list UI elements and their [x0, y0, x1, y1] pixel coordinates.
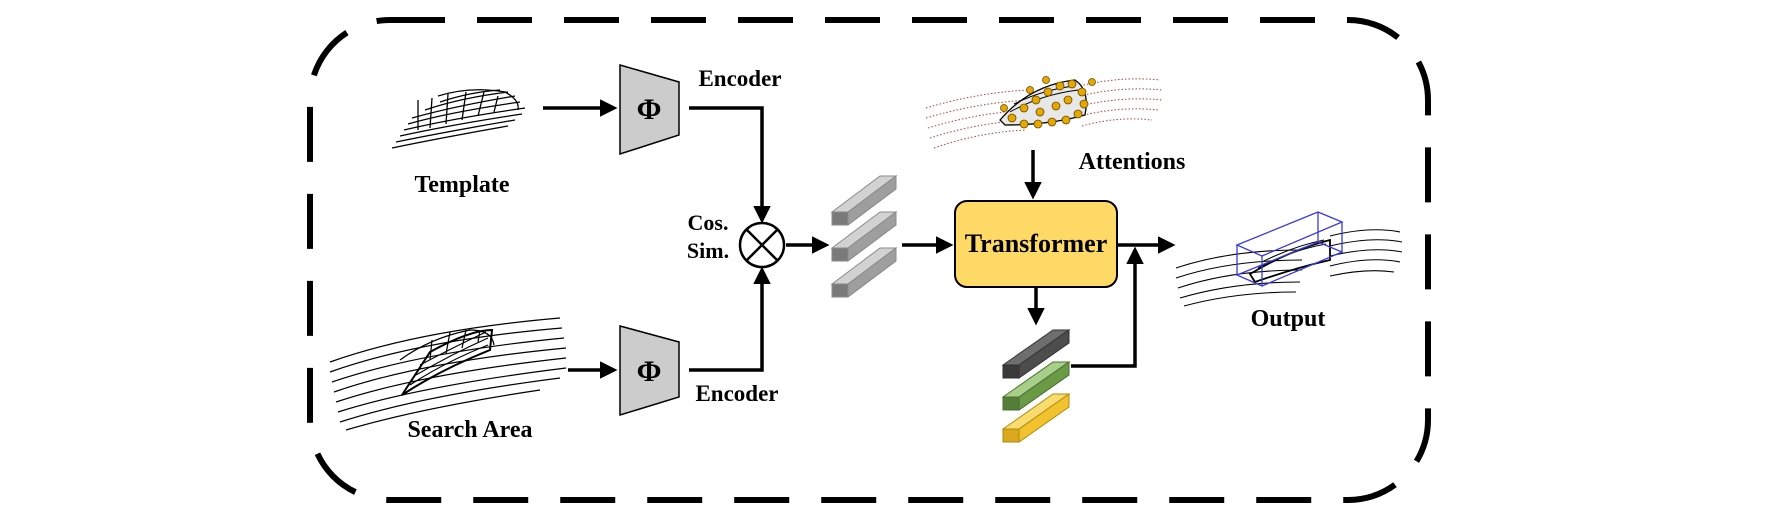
template-label: Template [414, 172, 509, 198]
transformer-label: Transformer [965, 229, 1107, 258]
feature-bar-dark [1001, 329, 1071, 379]
output-point-cloud [1175, 229, 1403, 307]
attentions-label: Attentions [1079, 149, 1186, 175]
feature-bar-gray-3 [830, 247, 898, 298]
cosine-similarity-operator [738, 221, 786, 269]
feature-bar-gray-2 [830, 211, 898, 262]
similarity-feature-bars [830, 175, 898, 298]
bounding-box [1235, 211, 1344, 287]
encoder-top-block [619, 64, 680, 156]
feature-bar-yellow [1001, 393, 1071, 443]
encoder-top-label: Encoder [698, 66, 781, 91]
search-area-label: Search Area [407, 417, 532, 443]
encoder-top-phi: Φ [637, 93, 662, 126]
output-label: Output [1251, 306, 1326, 332]
encoder-bottom-to-cos-wire [689, 266, 771, 372]
sim-label: Sim. [687, 238, 729, 263]
feature-bar-green [1001, 361, 1071, 411]
feature-bar-gray-1 [830, 175, 898, 226]
cos-label: Cos. [688, 210, 729, 235]
encoder-bottom-label: Encoder [695, 381, 778, 406]
encoder-bottom-block [619, 325, 680, 417]
template-point-cloud [391, 89, 526, 149]
head-feature-bars [1001, 329, 1071, 443]
dashed-frame [307, 17, 1431, 503]
attention-point-cloud [925, 76, 1163, 149]
encoder-top-to-cos-wire [689, 106, 771, 224]
encoder-bottom-phi: Φ [637, 355, 662, 388]
head-features-to-output-wire [1071, 246, 1144, 368]
search-area-point-cloud [329, 317, 567, 431]
